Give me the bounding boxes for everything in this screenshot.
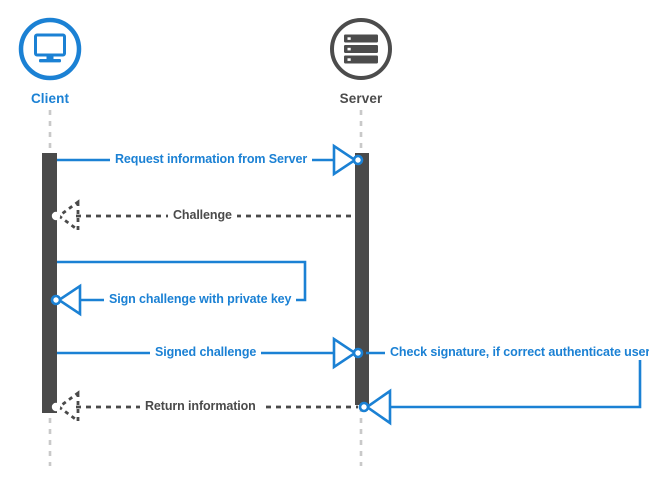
message-label-challenge: Challenge [168, 208, 237, 223]
client-activation-bar [42, 153, 57, 413]
message-check-signature-selfcall [358, 351, 642, 426]
message-challenge [51, 199, 355, 233]
message-label-sign-challenge: Sign challenge with private key [104, 292, 297, 307]
server-activation-bar [355, 153, 369, 405]
message-label-return-information: Return information [140, 399, 261, 414]
server-actor-label: Server [339, 91, 383, 106]
message-label-signed-challenge: Signed challenge [150, 345, 262, 360]
client-actor-label: Client [30, 91, 70, 106]
client-actor-icon [18, 17, 82, 81]
message-label-request-information: Request information from Server [110, 152, 313, 167]
server-actor-icon [330, 18, 392, 80]
message-label-check-signature: Check signature, if correct authenticate… [385, 345, 649, 360]
